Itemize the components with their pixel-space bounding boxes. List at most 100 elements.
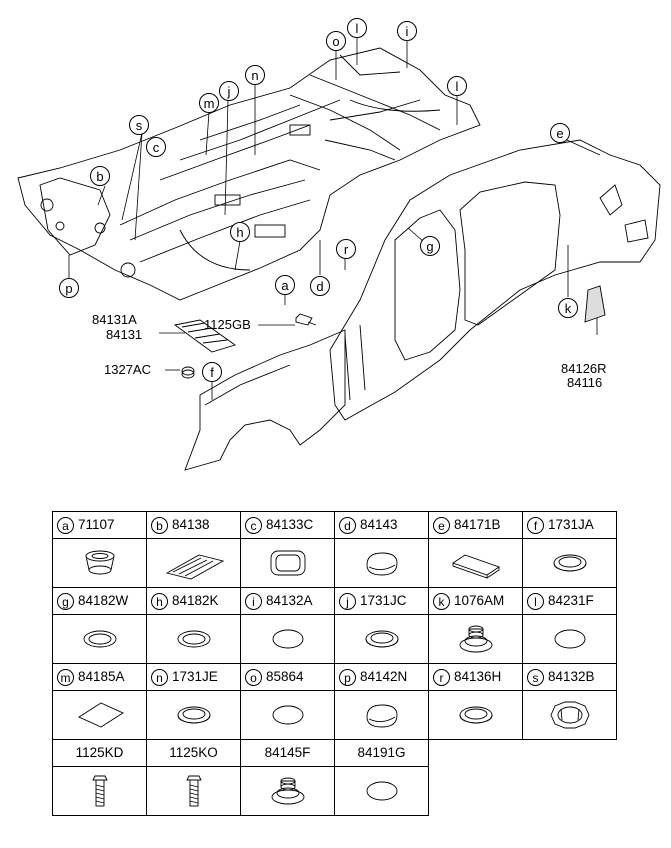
part-number: 84231F: [548, 593, 594, 608]
part-image-cell: [240, 766, 335, 816]
callout-l-right: l: [447, 76, 467, 96]
part-cell-header: 1125KO: [147, 740, 240, 766]
label-84131A: 84131A: [92, 312, 137, 327]
callout-letter: m: [57, 668, 74, 686]
part-image-cell: [428, 614, 523, 664]
callout-p: p: [59, 278, 79, 298]
pad-strip-icon: [147, 539, 240, 587]
callout-letter: o: [245, 668, 262, 686]
part-image-cell: [146, 614, 241, 664]
part-cell-header: d 84143: [335, 512, 428, 538]
callout-letter: r: [433, 668, 450, 686]
bolt-1125gb-drawing: [295, 313, 317, 326]
part-number: 84132A: [266, 593, 313, 608]
part-number: 84145F: [264, 745, 311, 760]
part-cell-header: m 84185A: [53, 664, 146, 690]
disc-icon: [335, 767, 428, 815]
part-image-cell: [146, 690, 241, 740]
part-number: 84182K: [172, 593, 219, 608]
callout-r: r: [336, 239, 356, 259]
label-84116: 84116: [567, 375, 603, 390]
grommet-stepped-icon: [53, 539, 146, 587]
callout-letter: a: [57, 516, 74, 534]
stepped-grommet-icon: [241, 767, 334, 815]
part-header-cell: l 84231F: [522, 587, 617, 615]
part-header-cell: 84145F: [240, 739, 335, 767]
part-number: 1076AM: [454, 593, 505, 608]
part-number: 84132B: [548, 669, 595, 684]
callout-b: b: [90, 166, 110, 186]
part-number: 84138: [172, 517, 210, 532]
callout-letter: d: [339, 516, 356, 534]
part-cell-header: b 84138: [147, 512, 240, 538]
disc-icon: [241, 691, 334, 739]
part-number: 1731JC: [360, 593, 407, 608]
label-1327AC: 1327AC: [104, 362, 151, 377]
callout-m: m: [199, 93, 219, 113]
callout-g: g: [420, 236, 440, 256]
part-number: 84191G: [357, 745, 406, 760]
callout-letter: b: [151, 516, 168, 534]
callout-n: n: [245, 65, 265, 85]
part-number: 84143: [360, 517, 398, 532]
part-image-cell: [146, 766, 241, 816]
part-header-cell: r 84136H: [428, 663, 523, 691]
callout-letter: s: [527, 668, 544, 686]
part-header-cell: s 84132B: [522, 663, 617, 691]
part-header-cell: m 84185A: [52, 663, 147, 691]
part-header-cell: 1125KD: [52, 739, 147, 767]
part-number: 84185A: [78, 669, 125, 684]
part-image-cell: [240, 614, 335, 664]
pad-84126r-drawing: [584, 285, 606, 323]
callout-j: j: [219, 81, 239, 101]
oval-plug-icon: [335, 539, 428, 587]
part-number: 84171B: [454, 517, 501, 532]
part-header-cell: b 84138: [146, 511, 241, 539]
square-sheet-icon: [53, 691, 146, 739]
part-number: 84136H: [454, 669, 502, 684]
callout-letter: p: [339, 668, 356, 686]
part-image-cell: [522, 614, 617, 664]
part-image-cell: [52, 538, 147, 588]
part-number: 1125KO: [169, 745, 218, 760]
round-grommet-icon: [523, 539, 616, 587]
label-84126R: 84126R: [561, 361, 607, 376]
part-image-cell: [428, 690, 523, 740]
part-image-cell: [146, 538, 241, 588]
round-grommet-icon: [335, 615, 428, 663]
part-image-cell: [52, 766, 147, 816]
callout-letter: g: [57, 592, 74, 610]
part-header-cell: a 71107: [52, 511, 147, 539]
callout-letter: h: [151, 592, 168, 610]
part-image-cell: [52, 690, 147, 740]
disc-icon: [241, 615, 334, 663]
flat-ring-icon: [147, 615, 240, 663]
part-header-cell: 1125KO: [146, 739, 241, 767]
disc-icon: [523, 615, 616, 663]
part-image-cell: [334, 690, 429, 740]
part-cell-header: 84191G: [335, 740, 428, 766]
part-header-cell: d 84143: [334, 511, 429, 539]
callout-letter: n: [151, 668, 168, 686]
part-cell-header: 84145F: [241, 740, 334, 766]
callout-o: o: [326, 31, 346, 51]
part-number: 84133C: [266, 517, 314, 532]
callout-letter: l: [527, 592, 544, 610]
grommet-1327ac-drawing: [181, 366, 195, 379]
body-diagram: o l i l n j m s c b e h g r p d a k f 84…: [17, 18, 661, 471]
part-number: 71107: [78, 517, 115, 532]
round-grommet-icon: [147, 691, 240, 739]
